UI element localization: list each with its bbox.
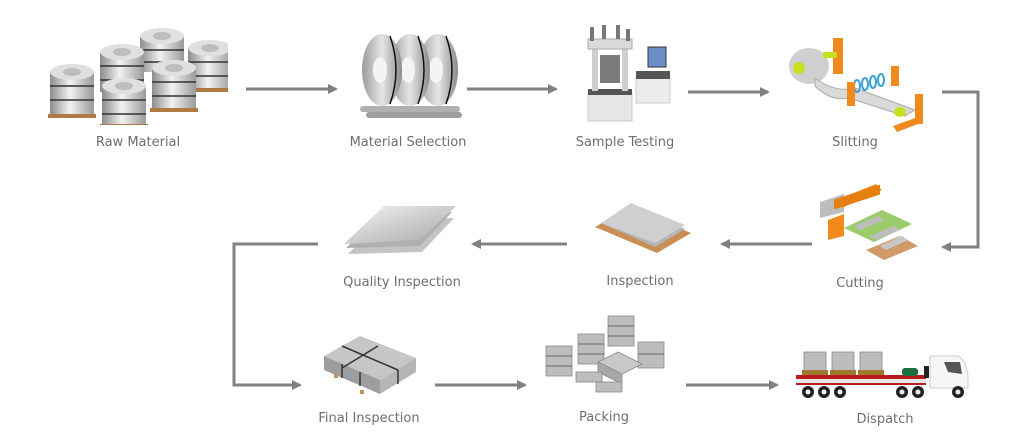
- metal-sheets-icon: [344, 206, 456, 254]
- arrow-slitting-to-cutting: [941, 90, 980, 252]
- step-label: Inspection: [606, 274, 674, 289]
- testing-machine-icon: [587, 25, 671, 122]
- step-raw-material: Raw Material: [38, 20, 238, 155]
- step-slitting: Slitting: [775, 38, 935, 155]
- step-sample-testing: Sample Testing: [560, 25, 690, 155]
- steel-coils-on-pallets-icon: [48, 28, 228, 125]
- step-material-selection: Material Selection: [328, 30, 488, 155]
- step-label: Cutting: [836, 276, 884, 291]
- step-label: Slitting: [832, 135, 878, 150]
- arrow-quality-to-final: [232, 242, 318, 390]
- sheet-on-pallet-icon: [595, 203, 691, 253]
- cutting-machine-icon: [820, 184, 918, 260]
- step-label: Quality Inspection: [343, 275, 461, 290]
- step-label: Raw Material: [95, 135, 181, 150]
- step-final-inspection: Final Inspection: [312, 330, 426, 430]
- step-label: Sample Testing: [575, 135, 675, 150]
- step-label: Material Selection: [349, 135, 467, 150]
- packed-bundles-icon: [545, 315, 665, 393]
- step-cutting: Cutting: [800, 180, 920, 295]
- step-packing: Packing: [540, 312, 668, 430]
- flatbed-truck-icon: [796, 351, 969, 398]
- step-label: Final Inspection: [318, 411, 420, 426]
- slitting-machine-icon: [789, 38, 923, 132]
- steel-coils-on-rollers-icon: [360, 34, 462, 118]
- step-quality-inspection: Quality Inspection: [332, 198, 472, 295]
- step-dispatch: Dispatch: [790, 350, 980, 430]
- step-label: Dispatch: [856, 412, 914, 427]
- step-inspection: Inspection: [585, 195, 695, 295]
- step-label: Packing: [578, 410, 629, 425]
- strapped-sheet-bundle-icon: [324, 336, 416, 394]
